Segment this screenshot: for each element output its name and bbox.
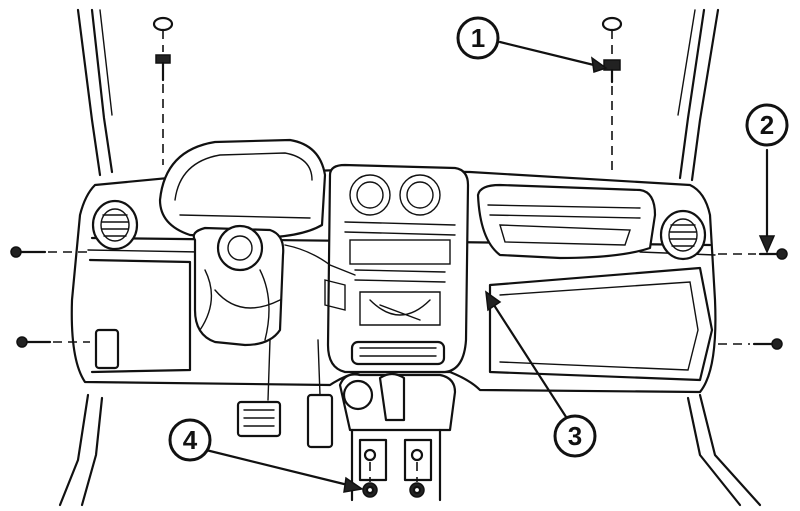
right-side-bolts — [718, 248, 788, 350]
glove-box — [476, 183, 714, 382]
lower-left-panel — [88, 258, 192, 374]
steering-column-wiring — [192, 224, 356, 347]
bottom-bolts — [362, 462, 425, 498]
door-frame — [58, 8, 762, 507]
left-side-bolts — [10, 246, 90, 348]
callout-1: 1 — [456, 16, 500, 60]
floor-tunnel — [338, 372, 457, 502]
left-air-vent — [91, 199, 139, 251]
callout-2: 2 — [745, 103, 789, 147]
top-right-bolt — [601, 16, 623, 170]
center-console — [326, 163, 470, 374]
callout-3: 3 — [553, 414, 597, 458]
callout-4-label: 4 — [183, 425, 198, 455]
pedals — [236, 339, 334, 449]
callout-2-label: 2 — [760, 110, 774, 140]
callout-4: 4 — [168, 418, 212, 462]
callout-1-label: 1 — [471, 23, 485, 53]
instrument-binnacle — [158, 138, 327, 240]
callout-3-label: 3 — [568, 421, 582, 451]
callout-arrows — [204, 40, 776, 493]
top-left-bolt — [152, 16, 174, 165]
right-air-vent — [659, 209, 707, 261]
